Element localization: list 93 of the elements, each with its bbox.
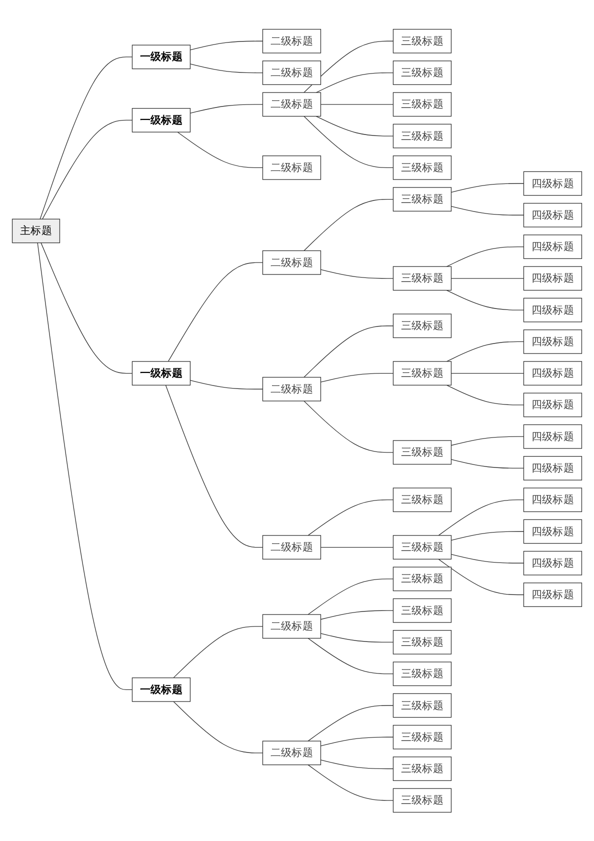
node-box: 四级标题 bbox=[523, 456, 582, 480]
node-box: 三级标题 bbox=[392, 630, 452, 654]
node-box: 三级标题 bbox=[392, 724, 452, 750]
connector bbox=[438, 499, 524, 536]
node-box: 一级标题 bbox=[132, 360, 191, 386]
connector bbox=[446, 384, 524, 405]
connector bbox=[40, 56, 133, 220]
node-box: 三级标题 bbox=[392, 92, 452, 116]
node-box: 四级标题 bbox=[523, 424, 582, 448]
node-box: 一级标题 bbox=[132, 44, 191, 69]
node-box: 三级标题 bbox=[392, 60, 452, 85]
connector bbox=[446, 290, 524, 310]
connector bbox=[173, 626, 264, 678]
connector bbox=[173, 700, 264, 753]
connector bbox=[40, 242, 133, 374]
node-box: 四级标题 bbox=[523, 392, 582, 417]
node-box: 四级标题 bbox=[523, 550, 582, 576]
connector bbox=[177, 132, 264, 168]
connector bbox=[450, 530, 524, 540]
node-box: 二级标题 bbox=[262, 92, 322, 116]
node-box: 三级标题 bbox=[392, 566, 452, 591]
connector bbox=[304, 40, 394, 93]
node-box: 二级标题 bbox=[262, 740, 322, 765]
node-box: 三级标题 bbox=[392, 440, 452, 464]
connector bbox=[320, 632, 394, 642]
node-box: 三级标题 bbox=[392, 598, 452, 622]
connector bbox=[42, 120, 133, 220]
connector bbox=[37, 242, 133, 690]
connector bbox=[320, 269, 394, 278]
connector bbox=[320, 610, 394, 620]
node-box: 主标题 bbox=[12, 218, 60, 243]
connector bbox=[316, 116, 394, 136]
node-box: 二级标题 bbox=[262, 534, 322, 560]
node-box: 四级标题 bbox=[523, 171, 582, 196]
node-box: 三级标题 bbox=[392, 360, 452, 386]
node-box: 二级标题 bbox=[262, 60, 322, 85]
node-box: 三级标题 bbox=[392, 693, 452, 718]
node-box: 三级标题 bbox=[392, 534, 452, 560]
connector bbox=[320, 372, 394, 382]
connector bbox=[320, 736, 394, 746]
node-box: 二级标题 bbox=[262, 155, 322, 180]
node-box: 四级标题 bbox=[523, 266, 582, 290]
node-box: 二级标题 bbox=[262, 28, 322, 54]
connector bbox=[304, 325, 394, 378]
node-box: 四级标题 bbox=[523, 487, 582, 512]
connector bbox=[304, 198, 394, 251]
connector bbox=[168, 262, 264, 362]
node-box: 三级标题 bbox=[392, 487, 452, 512]
connector bbox=[304, 400, 394, 452]
connector bbox=[190, 63, 264, 73]
node-box: 三级标题 bbox=[392, 155, 452, 180]
node-box: 三级标题 bbox=[392, 313, 452, 338]
node-box: 四级标题 bbox=[523, 234, 582, 259]
connector bbox=[165, 384, 264, 548]
node-box: 四级标题 bbox=[523, 360, 582, 386]
node-box: 三级标题 bbox=[392, 28, 452, 54]
connector bbox=[320, 546, 394, 548]
connector bbox=[190, 40, 264, 50]
node-box: 三级标题 bbox=[392, 186, 452, 212]
connector bbox=[438, 558, 524, 595]
connector bbox=[320, 759, 394, 769]
node-box: 二级标题 bbox=[262, 614, 322, 638]
connector bbox=[190, 380, 264, 390]
connector bbox=[308, 704, 394, 742]
node-box: 四级标题 bbox=[523, 519, 582, 544]
node-box: 四级标题 bbox=[523, 329, 582, 354]
connector bbox=[450, 436, 524, 446]
node-box: 三级标题 bbox=[392, 661, 452, 686]
node-box: 三级标题 bbox=[392, 266, 452, 290]
connector bbox=[308, 638, 394, 674]
node-box: 四级标题 bbox=[523, 582, 582, 607]
node-box: 二级标题 bbox=[262, 376, 322, 402]
connector bbox=[308, 499, 394, 536]
node-box: 一级标题 bbox=[132, 677, 191, 702]
connector bbox=[446, 246, 524, 267]
node-box: 一级标题 bbox=[132, 108, 191, 132]
node-box: 四级标题 bbox=[523, 298, 582, 322]
node-box: 二级标题 bbox=[262, 250, 322, 275]
connector bbox=[316, 72, 394, 93]
connector bbox=[304, 116, 394, 168]
node-box: 三级标题 bbox=[392, 124, 452, 148]
connector bbox=[308, 764, 394, 800]
connector bbox=[450, 458, 524, 468]
connector bbox=[190, 104, 264, 114]
connector bbox=[450, 182, 524, 192]
connector bbox=[308, 578, 394, 615]
connector bbox=[446, 341, 524, 362]
node-box: 三级标题 bbox=[392, 788, 452, 812]
connector bbox=[450, 554, 524, 564]
connector bbox=[450, 206, 524, 216]
node-box: 三级标题 bbox=[392, 756, 452, 781]
node-box: 四级标题 bbox=[523, 202, 582, 228]
connector bbox=[450, 372, 524, 374]
